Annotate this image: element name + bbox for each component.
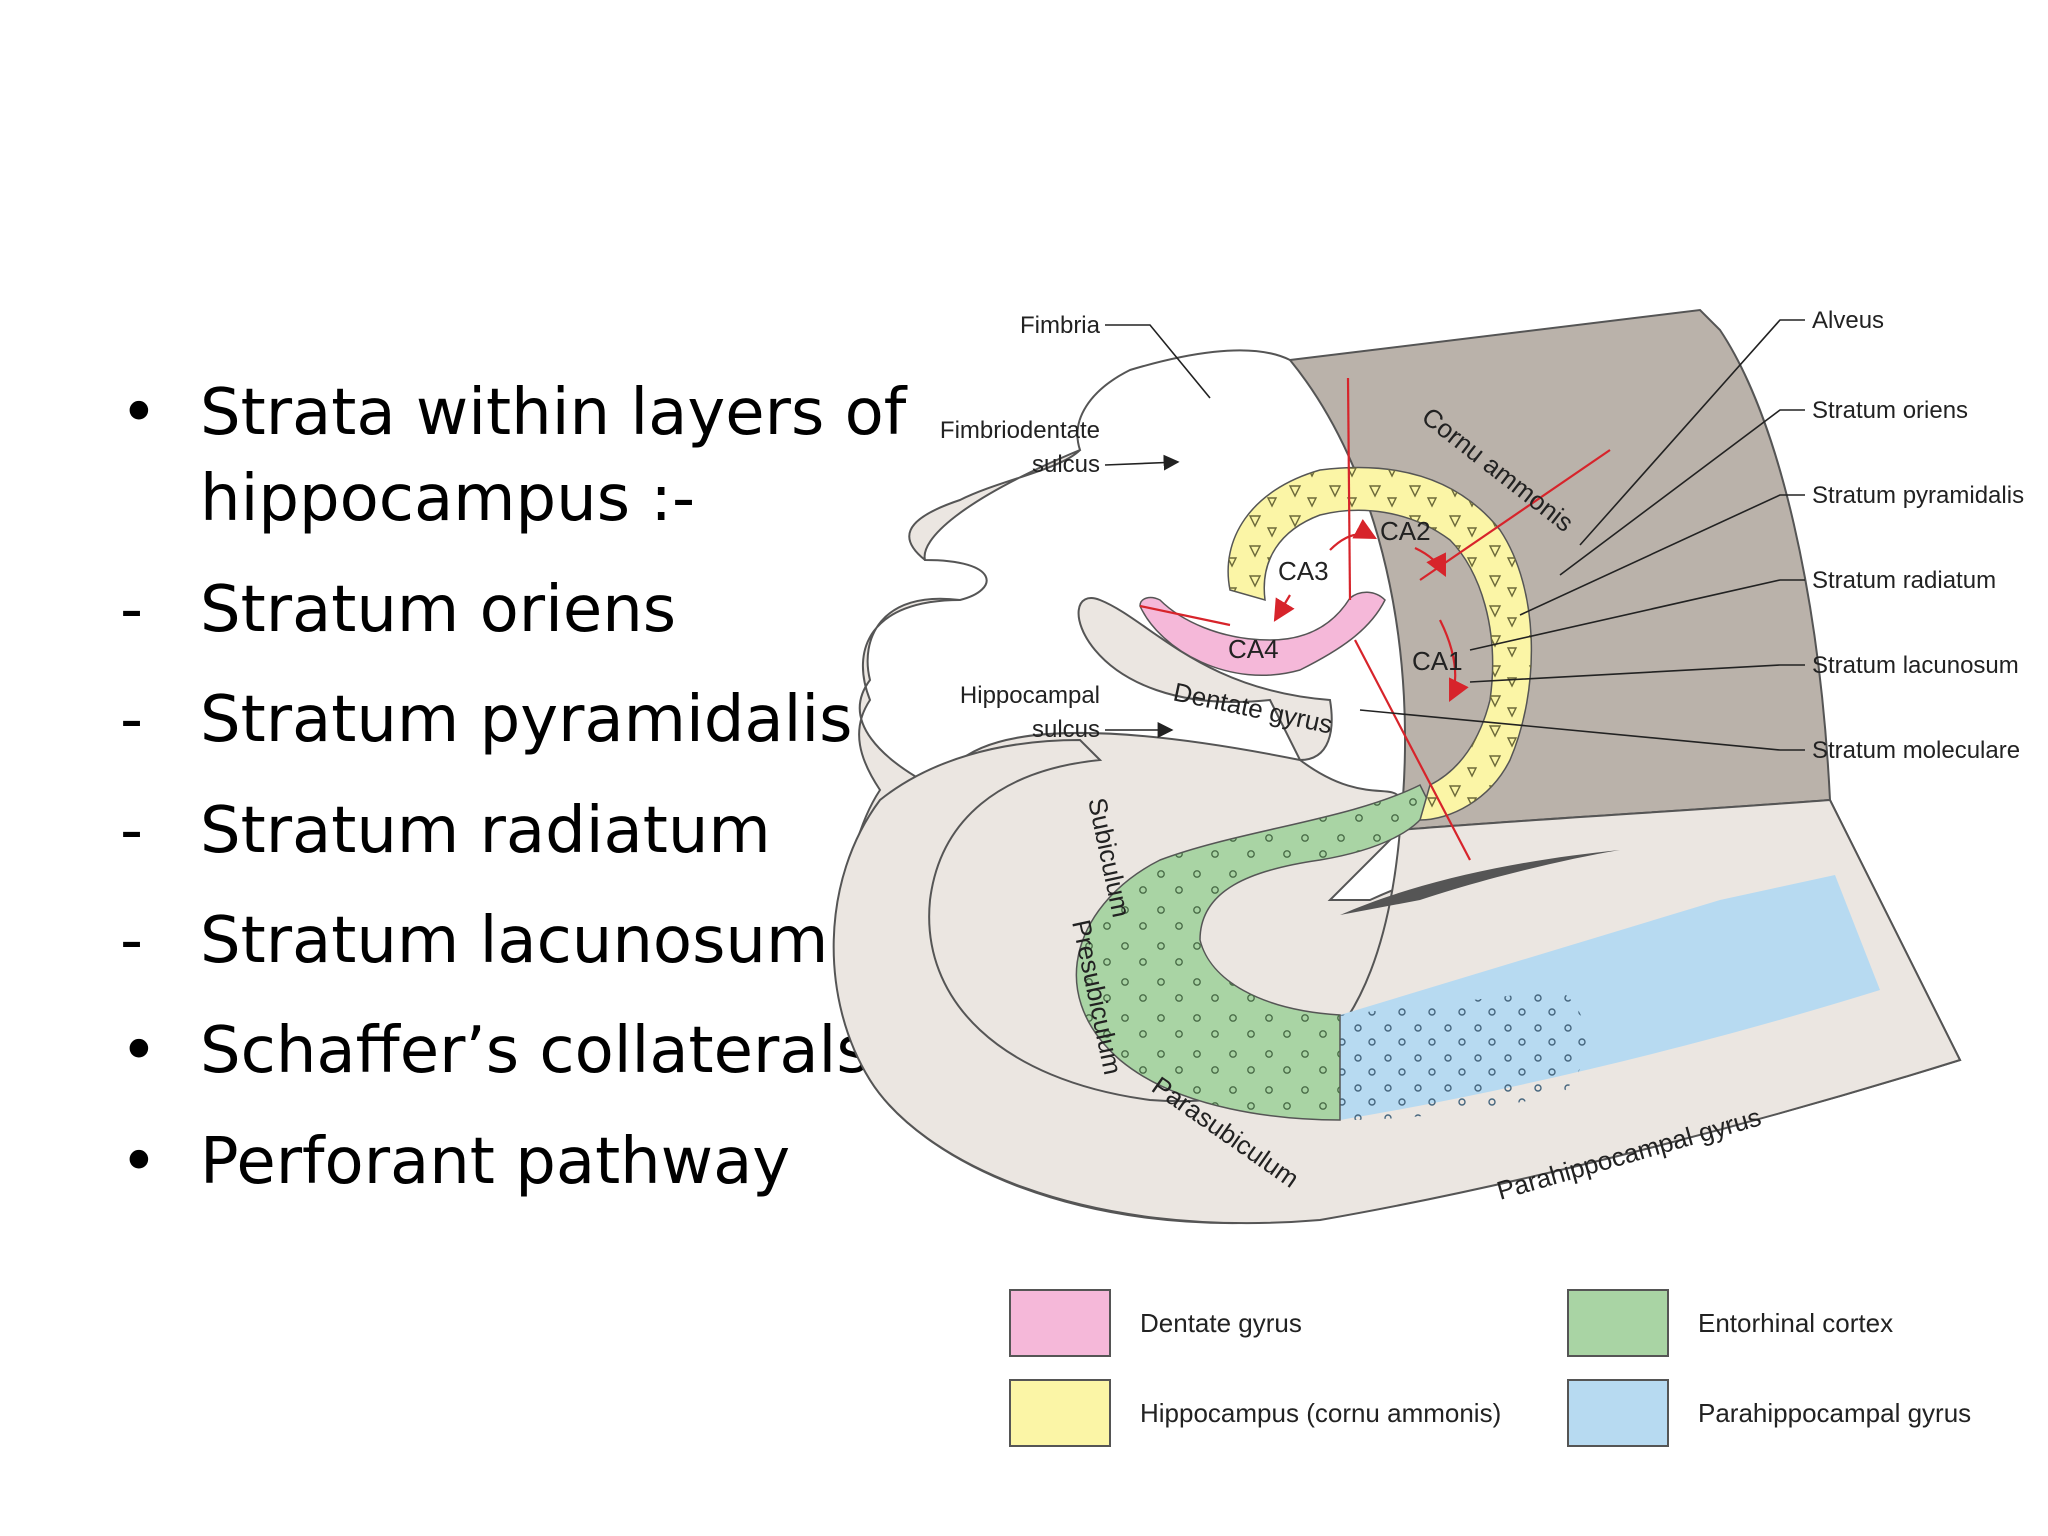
hippocampal-sulcus-shape xyxy=(1340,850,1620,915)
bullet-text: Stratum oriens xyxy=(200,572,677,647)
dash-marker: - xyxy=(120,572,144,647)
fimbriodentate-label-line2: sulcus xyxy=(1032,451,1100,478)
pointer-lines-right xyxy=(1359,319,1805,751)
legend: Dentate gyrus Hippocampus (cornu ammonis… xyxy=(1009,1289,1971,1447)
bullet-item: - Stratum lacunosum xyxy=(120,898,920,984)
alveus-label: Alveus xyxy=(1812,307,1884,334)
pathway-lines xyxy=(1139,377,1611,861)
bullet-item: - Stratum pyramidalis xyxy=(120,677,920,763)
legend-swatch-dentate xyxy=(1009,1289,1111,1357)
stratum-moleculare-label: Stratum moleculare xyxy=(1812,737,2020,764)
dash-marker: - xyxy=(120,903,144,978)
bullet-list: • Strata within layers of hippocampus :-… xyxy=(120,370,920,1229)
bullet-item: • Strata within layers of hippocampus :- xyxy=(120,370,920,543)
dentate-gyrus-band xyxy=(1139,591,1386,676)
pointer-lines-left xyxy=(1104,324,1211,738)
ca4-label: CA4 xyxy=(1228,634,1279,664)
legend-label-hippocampus: Hippocampus (cornu ammonis) xyxy=(1140,1398,1501,1428)
bullet-text: Stratum radiatum xyxy=(200,793,771,868)
fimbria-label: Fimbria xyxy=(1020,312,1101,339)
legend-label-parahippocampal: Parahippocampal gyrus xyxy=(1698,1398,1971,1428)
parahippocampal-region xyxy=(832,738,1962,1225)
bullet-text: Stratum lacunosum xyxy=(200,903,829,978)
legend-swatch-parahippocampal xyxy=(1567,1379,1669,1447)
hippocampal-sulcus-label-line1: Hippocampal xyxy=(960,682,1100,709)
alveus-wall xyxy=(1288,308,1832,832)
bullet-text: Stratum pyramidalis xyxy=(200,683,853,758)
bullet-item: - Stratum radiatum xyxy=(120,788,920,874)
bullet-text: Perforant pathway xyxy=(200,1124,791,1199)
entorhinal-dots xyxy=(1076,785,1430,1120)
stratum-oriens-label: Stratum oriens xyxy=(1812,397,1968,424)
ca2-label: CA2 xyxy=(1380,516,1431,546)
ca3-label: CA3 xyxy=(1278,556,1329,586)
legend-label-entorhinal: Entorhinal cortex xyxy=(1698,1308,1893,1338)
stratum-radiatum-label: Stratum radiatum xyxy=(1812,567,1996,594)
legend-swatch-entorhinal xyxy=(1567,1289,1669,1357)
ca1-label: CA1 xyxy=(1412,646,1463,676)
hippocampal-sulcus-label-line2: sulcus xyxy=(1032,716,1100,743)
stratum-pyramidalis-label: Stratum pyramidalis xyxy=(1812,482,2024,509)
bullet-text: Strata within layers of hippocampus :- xyxy=(200,376,907,537)
bullet-marker: • xyxy=(120,1124,158,1199)
bullet-item: • Schaffer’s collaterals xyxy=(120,1008,920,1094)
parahippocampal-dots xyxy=(1340,990,1587,1120)
bullet-marker: • xyxy=(120,1014,158,1089)
fimbriodentate-label-line1: Fimbriodentate xyxy=(940,417,1100,444)
dash-marker: - xyxy=(120,793,144,868)
bullet-text: Schaffer’s collaterals xyxy=(200,1014,870,1089)
bullet-marker: • xyxy=(120,376,158,450)
stratum-lacunosum-label: Stratum lacunosum xyxy=(1812,652,2019,679)
dash-marker: - xyxy=(120,683,144,758)
bullet-item: - Stratum oriens xyxy=(120,567,920,653)
legend-swatch-hippocampus xyxy=(1009,1379,1111,1447)
legend-label-dentate: Dentate gyrus xyxy=(1140,1308,1302,1338)
bullet-item: • Perforant pathway xyxy=(120,1119,920,1205)
